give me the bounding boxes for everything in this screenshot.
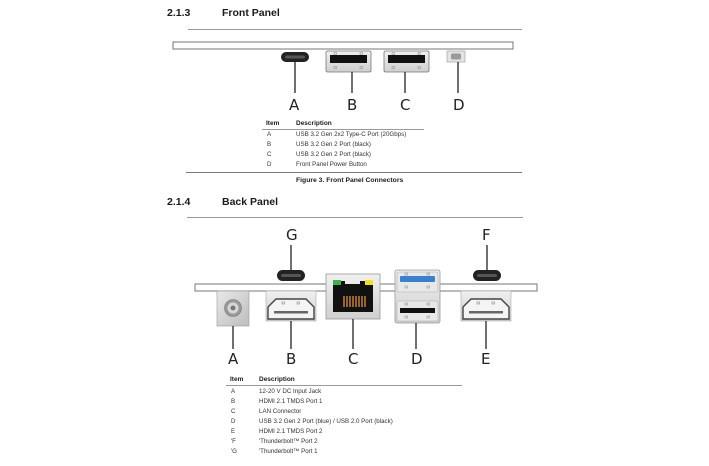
back-callout-b: B <box>286 350 297 368</box>
back-hdmi-port-1 <box>265 290 317 349</box>
back-dc-input-jack <box>216 290 250 349</box>
lan-activity-led <box>365 280 373 285</box>
front-table-header-item: Item <box>266 120 280 127</box>
front-table-row-item: A <box>267 131 272 138</box>
back-callout-f: F <box>482 226 491 244</box>
usb2-black-port <box>400 308 435 313</box>
back-lan-port <box>325 273 381 349</box>
back-table-row-description: HDMI 2.1 TMDS Port 1 <box>259 398 323 405</box>
front-table-row-item: D <box>267 161 272 168</box>
front-callout-b: B <box>347 96 358 114</box>
front-power-button <box>446 50 466 93</box>
front-table-row-description: USB 3.2 Gen 2 Port (black) <box>296 141 371 148</box>
back-table-header-item: Item <box>230 376 244 383</box>
front-panel-section-number: 2.1.3 <box>167 7 191 19</box>
front-callout-d: D <box>453 96 465 114</box>
lan-link-led <box>333 280 341 285</box>
back-callout-d: D <box>411 350 423 368</box>
back-hdmi-port-2 <box>460 290 512 349</box>
back-table-header-rule <box>226 385 462 386</box>
back-thunderbolt-port-2 <box>473 245 501 281</box>
back-panel-section-number: 2.1.4 <box>167 196 191 208</box>
back-callout-g: G <box>286 226 298 244</box>
front-table-row-description: USB 3.2 Gen 2 Port (black) <box>296 151 371 158</box>
back-table-row-item: D <box>231 418 236 425</box>
back-table-row-item: A <box>231 388 236 395</box>
front-panel-bar <box>172 41 514 50</box>
front-panel-heading-rule <box>188 29 522 30</box>
back-callout-e: E <box>481 350 491 368</box>
back-table-row-item: C <box>231 408 236 415</box>
back-table-row-description: 'Thunderbolt™ Port 2 <box>259 438 318 445</box>
back-table-row-description: 'Thunderbolt™ Port 1 <box>259 448 318 455</box>
back-table-row-description: HDMI 2.1 TMDS Port 2 <box>259 428 323 435</box>
back-table-row-item: E <box>231 428 236 435</box>
front-table-header-description: Description <box>296 120 332 127</box>
front-usb-a-port-b <box>325 50 372 93</box>
front-table-row-item: C <box>267 151 272 158</box>
back-table-row-item: B <box>231 398 236 405</box>
back-table-row-item: 'G <box>231 448 237 455</box>
front-figure-rule <box>186 172 522 173</box>
back-table-header-description: Description <box>259 376 295 383</box>
front-figure-caption: Figure 3. Front Panel Connectors <box>296 177 404 184</box>
front-table-row-description: Front Panel Power Button <box>296 161 367 168</box>
back-panel-heading-rule <box>187 217 523 218</box>
front-panel-section-title: Front Panel <box>222 7 280 19</box>
front-table-header-rule <box>262 129 424 130</box>
back-table-row-item: 'F <box>231 438 236 445</box>
back-callout-a: A <box>228 350 239 368</box>
front-callout-a: A <box>289 96 300 114</box>
usb3-blue-port <box>400 276 435 282</box>
back-panel-section-title: Back Panel <box>222 196 279 208</box>
front-callout-c: C <box>400 96 411 114</box>
back-table-row-description: LAN Connector <box>259 408 302 415</box>
front-table-row-item: B <box>267 141 272 148</box>
back-usb-stack <box>394 269 441 349</box>
back-thunderbolt-port-1 <box>277 245 305 281</box>
front-usb-a-port-c <box>383 50 430 93</box>
front-usb-c-port <box>281 52 309 93</box>
back-table-row-description: 12-20 V DC Input Jack <box>259 388 322 395</box>
front-table-row-description: USB 3.2 Gen 2x2 Type-C Port (20Gbps) <box>296 131 407 138</box>
back-table-row-description: USB 3.2 Gen 2 Port (blue) / USB 2.0 Port… <box>259 418 393 425</box>
back-callout-c: C <box>348 350 359 368</box>
